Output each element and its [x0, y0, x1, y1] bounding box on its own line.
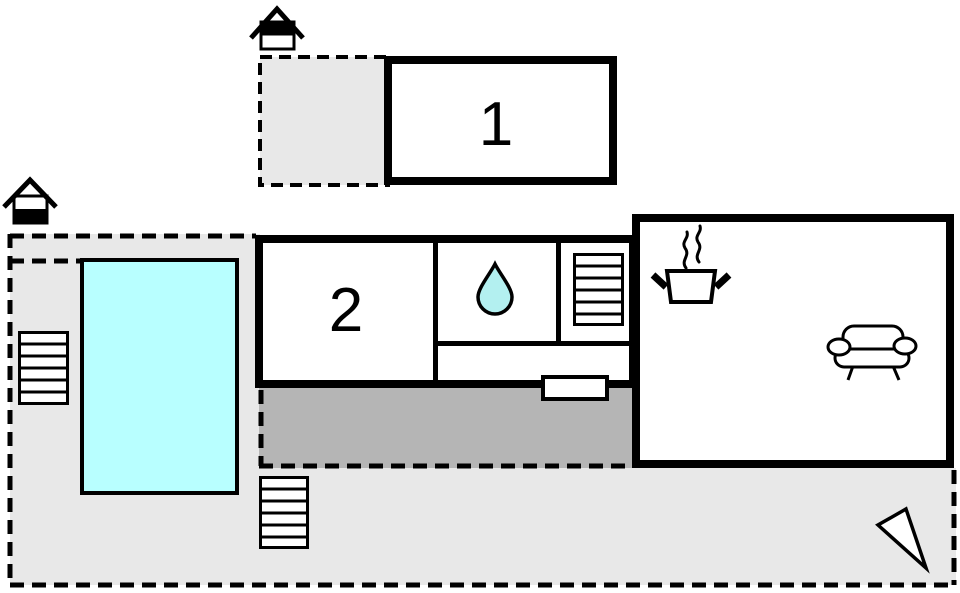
terrace-stairs-icon: [259, 476, 309, 549]
steam-right: [695, 224, 702, 264]
stairs-treads: [574, 264, 623, 316]
house-entrance-icon-top: [249, 5, 305, 51]
sofa-armrest-right: [892, 336, 918, 356]
sofa-armrest-left: [826, 337, 852, 357]
room-1-label: 1: [479, 90, 513, 159]
living-room: [632, 214, 954, 468]
north-arrow-icon: [875, 506, 930, 574]
house-entrance-icon-left: [2, 176, 58, 225]
water-drop-icon: [476, 260, 514, 316]
room-1: 1: [384, 56, 617, 185]
indoor-stairs-icon: [573, 253, 624, 326]
plot-ground-bottom: [258, 468, 956, 585]
house-body-upper-fill: [259, 20, 296, 36]
cooking-pot-icon: [650, 224, 732, 304]
house-roof: [2, 176, 58, 209]
pot-handle-left: [650, 272, 669, 290]
main-building-walls: [255, 235, 637, 388]
room-1-walls: [384, 56, 617, 185]
pot-body: [664, 269, 718, 304]
pot-handle-right: [713, 272, 732, 290]
door-window-marker: [541, 375, 609, 401]
main-building: 2: [255, 235, 637, 388]
sofa-seat: [833, 347, 911, 369]
covered-terrace: [259, 388, 633, 468]
plot-boundary: [7, 233, 957, 588]
stairs-treads: [260, 487, 308, 539]
pool-stairs-icon: [18, 331, 69, 405]
stairs-treads: [19, 342, 68, 394]
house-body-lower-fill: [12, 209, 49, 225]
swimming-pool: [80, 258, 239, 495]
steam-left: [682, 230, 689, 270]
sofa-icon: [826, 324, 918, 381]
room-2-label: 2: [329, 276, 363, 345]
house-roof: [249, 5, 305, 40]
annex-terrace: [258, 55, 390, 187]
